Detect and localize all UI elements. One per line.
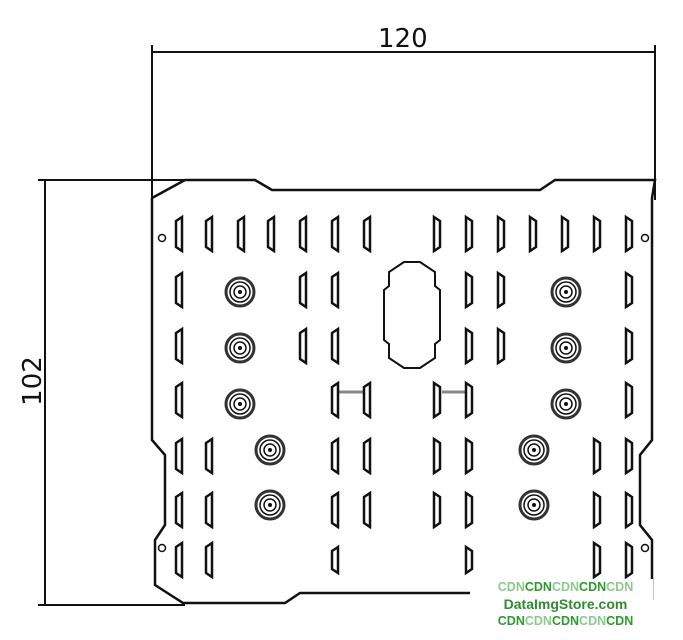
vent-slot (330, 436, 340, 476)
vent-slot (298, 214, 308, 254)
wm-text: CDN (579, 614, 607, 628)
vent-slot (624, 380, 634, 420)
vent-slot (464, 326, 474, 366)
watermark: CDNCDNCDNCDNCDN DataImgStore.com CDNCDNC… (478, 579, 653, 631)
vent-slot (330, 270, 340, 310)
vent-slot (464, 490, 474, 530)
wm-text: CDN (606, 614, 634, 628)
vent-slot (266, 214, 276, 254)
vent-slot (204, 436, 214, 476)
wm-text: CDN (524, 614, 552, 628)
standoff-bolt (518, 489, 550, 521)
vent-slot (236, 214, 246, 254)
vent-slot (330, 544, 340, 576)
vent-slot (464, 380, 474, 420)
vent-slot (624, 214, 634, 254)
wm-text: CDN (579, 580, 607, 594)
vent-slot (496, 326, 506, 366)
mounting-hole (157, 543, 167, 553)
vent-slot (362, 436, 372, 476)
vent-slot (432, 436, 442, 476)
standoff-bolt (224, 388, 256, 420)
vent-slot (174, 326, 184, 366)
plate-outline-right (151, 178, 657, 600)
width-dimension-label: 120 (378, 24, 428, 54)
vent-slot (204, 490, 214, 530)
mounting-hole (157, 233, 167, 243)
standoff-bolt (254, 489, 286, 521)
vent-slot (174, 380, 184, 420)
vent-slot (330, 490, 340, 530)
vent-slot (298, 326, 308, 366)
vent-slot (592, 436, 602, 476)
vent-slot (174, 540, 184, 580)
wm-text: CDN (606, 580, 634, 594)
watermark-row-3: CDNCDNCDNCDNCDN (478, 613, 653, 630)
wm-text: CDN (524, 580, 552, 594)
wm-text: CDN (497, 580, 525, 594)
vent-slot (432, 380, 442, 420)
vent-slot (362, 490, 372, 530)
standoff-bolt (550, 388, 582, 420)
vent-slot (624, 540, 634, 580)
vent-slot (592, 214, 602, 254)
vent-slot (560, 214, 570, 254)
standoff-bolt (224, 276, 256, 308)
vent-slot (496, 214, 506, 254)
vent-slot (362, 380, 372, 420)
vent-slot (362, 214, 372, 254)
vent-slot (204, 540, 214, 580)
vent-slot (464, 436, 474, 476)
vent-slot (432, 214, 442, 254)
plate-outline-left (150, 198, 470, 605)
vent-slot (432, 490, 442, 530)
vent-slot (592, 540, 602, 580)
center-cutout (383, 261, 441, 369)
standoff-bolt (518, 434, 550, 466)
vent-slot (624, 326, 634, 366)
vent-slot (174, 436, 184, 476)
vent-slot (464, 544, 474, 576)
vent-slot (528, 214, 538, 254)
height-dimension-label: 102 (17, 356, 48, 406)
vent-slot (174, 214, 184, 254)
vent-slot (624, 436, 634, 476)
standoff-bolt (550, 276, 582, 308)
vent-slot (174, 270, 184, 310)
standoff-bolt (224, 332, 256, 364)
watermark-row-1: CDNCDNCDNCDNCDN (478, 579, 653, 596)
wm-text: CDN (551, 580, 580, 594)
wm-text: CDN (497, 614, 525, 628)
vent-slot (330, 380, 340, 420)
vent-slot (330, 326, 340, 366)
vent-slot (174, 490, 184, 530)
vent-slot (204, 214, 214, 254)
standoff-bolt (550, 332, 582, 364)
vent-slot (496, 270, 506, 310)
vent-slot (464, 214, 474, 254)
standoff-bolt (254, 434, 286, 466)
wm-text: CDN (551, 614, 580, 628)
vent-slot (624, 490, 634, 530)
vent-slot (298, 270, 308, 310)
vent-slot (592, 490, 602, 530)
vent-slot (330, 214, 340, 254)
vent-slot (464, 270, 474, 310)
vent-slot (624, 270, 634, 310)
mounting-hole (640, 233, 650, 243)
mounting-hole (640, 543, 650, 553)
watermark-site: DataImgStore.com (503, 596, 628, 612)
